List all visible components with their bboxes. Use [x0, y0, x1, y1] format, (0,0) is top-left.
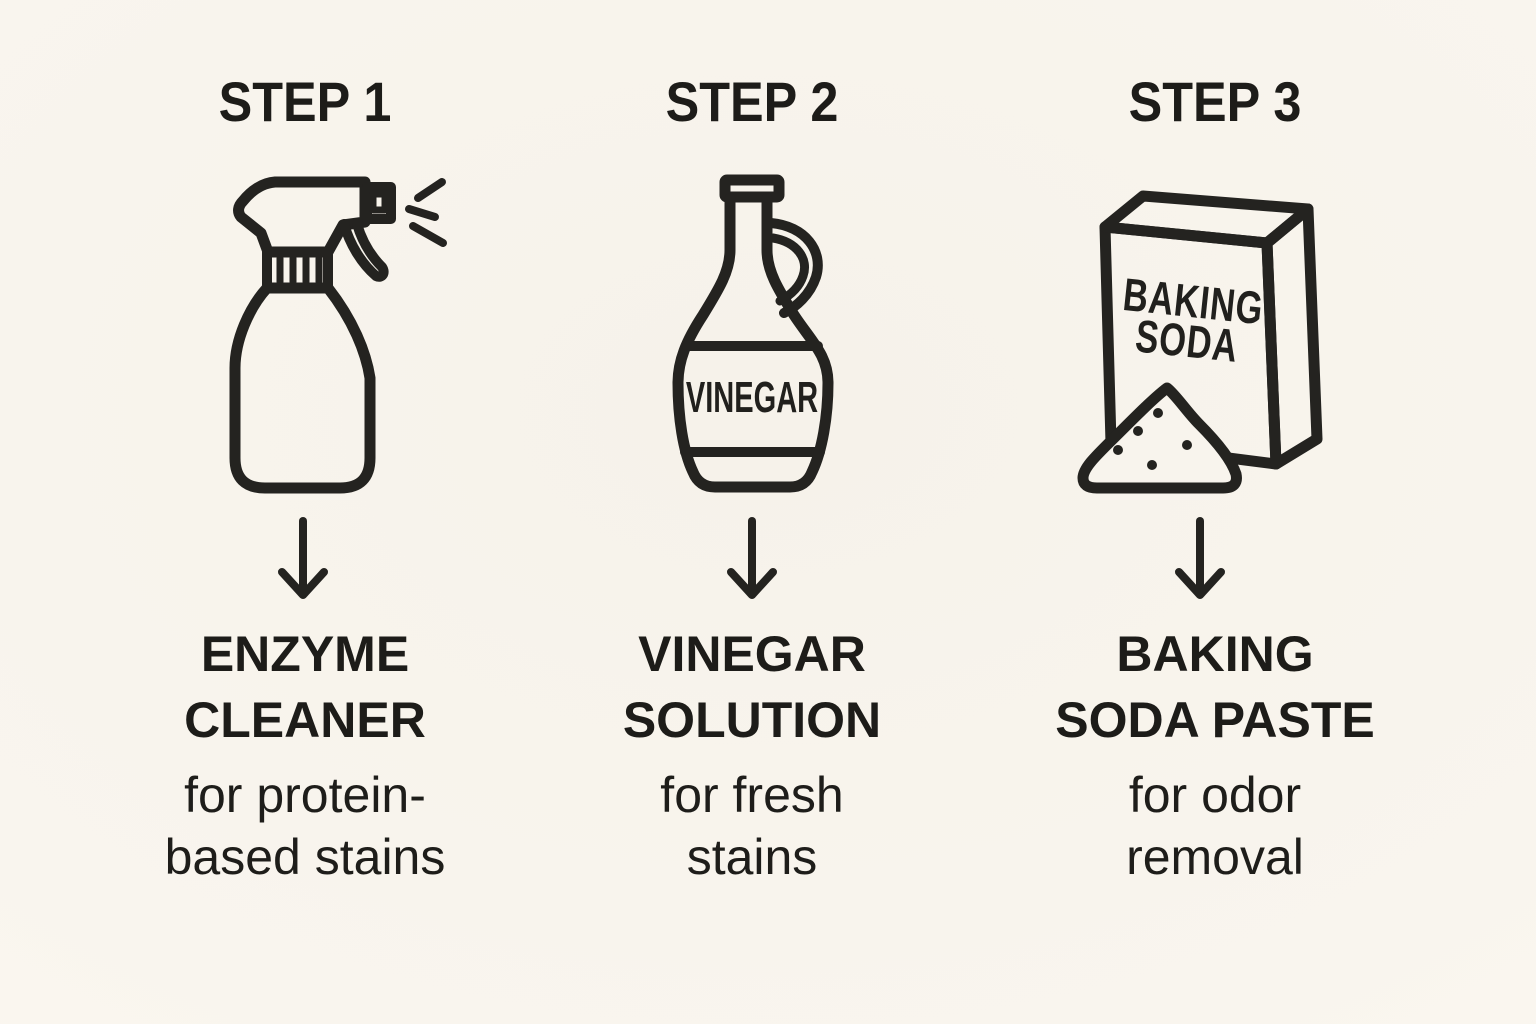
step-2-heading: STEP 2: [665, 70, 839, 133]
trigger-handle: [339, 219, 389, 282]
box-side-face: [1261, 203, 1323, 470]
step-2-title: VINEGAR SOLUTION: [532, 621, 972, 753]
title-line: VINEGAR: [638, 626, 866, 682]
spray-bottle-icon: [229, 176, 447, 494]
step-1-heading: STEP 1: [218, 70, 392, 133]
bottle-collar: [262, 247, 333, 293]
step-3-subtitle: for odor removal: [990, 764, 1440, 888]
down-arrow-icon: [1175, 517, 1225, 599]
step-2-subtitle: for fresh stains: [532, 764, 972, 888]
nozzle-tip-icon: [369, 190, 389, 214]
box-label-line2: SODA: [1133, 310, 1241, 372]
subtitle-line: for odor: [1128, 767, 1302, 823]
bottle-cap: [719, 174, 785, 203]
bottle-handle: [766, 218, 823, 318]
subtitle-line: for fresh: [660, 767, 844, 823]
vinegar-label-text: VINEGAR: [686, 372, 818, 422]
box-label: BAKING SODA: [1121, 268, 1266, 372]
down-arrow-icon: [727, 517, 777, 599]
vinegar-bottle-icon: VINEGAR: [672, 174, 834, 493]
down-arrow-icon: [278, 517, 328, 599]
powder-dots: [1113, 408, 1192, 470]
subtitle-line: removal: [1126, 829, 1304, 885]
title-line: SOLUTION: [622, 692, 882, 748]
step-1-column: STEP 1: [85, 0, 525, 1024]
step-2-column: STEP 2 VINEGAR VINEGAR SOLUTION: [532, 0, 972, 1024]
nozzle-icon: [362, 182, 396, 224]
title-line: CLEANER: [184, 692, 426, 748]
spray-bottle-body: [229, 282, 376, 494]
step-3-title: BAKING SODA PASTE: [990, 621, 1440, 753]
baking-soda-box-icon: BAKING SODA: [1077, 190, 1323, 494]
step-1-title: ENZYME CLEANER: [85, 621, 525, 753]
vinegar-bottle-body: [672, 193, 834, 493]
title-line: SODA PASTE: [1055, 692, 1375, 748]
powder-pile: [1077, 382, 1242, 494]
subtitle-line: stains: [686, 829, 818, 885]
collar-ribs: [276, 254, 323, 286]
title-line: BAKING: [1116, 626, 1314, 682]
step-3-column: STEP 3 BAKING SODA: [990, 0, 1440, 1024]
subtitle-line: based stains: [164, 829, 446, 885]
subtitle-line: for protein-: [184, 767, 426, 823]
step-3-heading: STEP 3: [1128, 70, 1302, 133]
step-1-subtitle: for protein- based stains: [85, 764, 525, 888]
title-line: ENZYME: [200, 626, 410, 682]
spray-lines-icon: [405, 178, 447, 247]
